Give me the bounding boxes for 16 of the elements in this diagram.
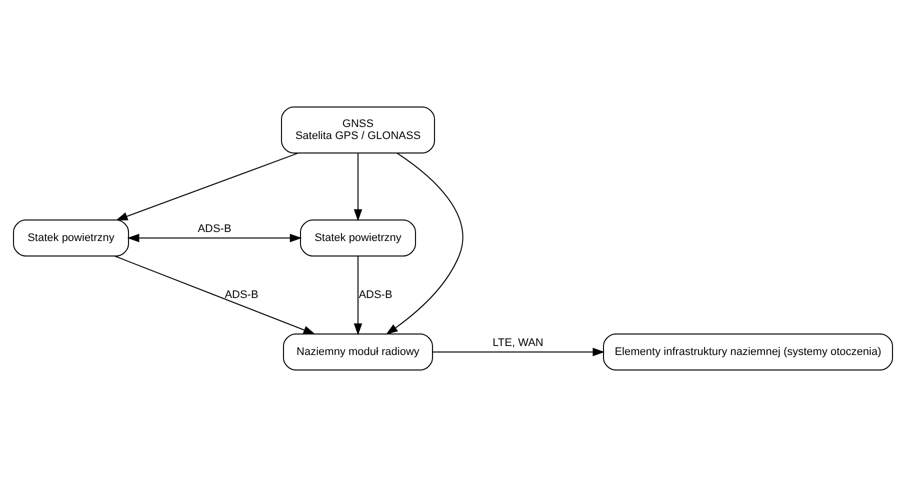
edge-label: LTE, WAN	[492, 336, 544, 349]
arrow	[354, 152, 362, 222]
arrow	[114, 256, 316, 334]
node-box: Elementy infrastruktury naziemnej (systemy otoczenia)	[603, 334, 893, 370]
arrow	[386, 152, 464, 335]
arrow	[127, 234, 302, 242]
arrow	[116, 152, 299, 221]
node-box: Statek powietrzny	[300, 220, 416, 256]
node-box: Naziemny moduł radiowy	[283, 334, 433, 370]
edge-label: ADS-B	[224, 288, 258, 301]
node-box: Statek powietrzny	[13, 220, 129, 256]
arrow	[354, 256, 362, 336]
edge-label: ADS-B	[198, 222, 232, 235]
arrow	[432, 348, 605, 356]
edge-label: ADS-B	[358, 288, 392, 301]
node-box: GNSS Satelita GPS / GLONASS	[281, 106, 435, 154]
